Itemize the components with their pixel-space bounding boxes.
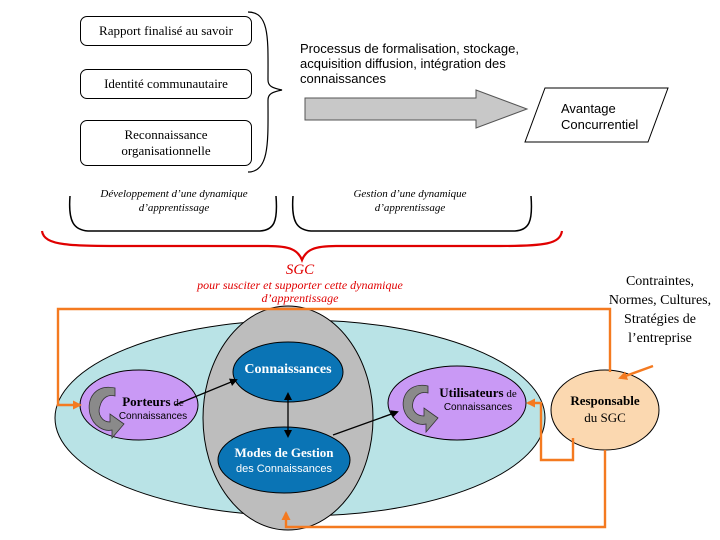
reconnaissance-label: Reconnaissance organisationnelle <box>121 127 211 158</box>
arrow-porteurs-to-connaissances <box>174 378 238 406</box>
brace-right-label: Gestion d’une dynamique d’apprentissage <box>353 188 467 214</box>
brace-left <box>68 195 278 232</box>
brace-left-label: Développement d’une dynamique d’apprenti… <box>100 188 248 214</box>
reconnaissance-box: Reconnaissance organisationnelle <box>80 120 252 166</box>
utilisateurs-label: Utilisateurs de Connaissances <box>428 386 528 415</box>
modes-gestion-label: Modes de Gestion des Connaissances <box>218 445 350 477</box>
connaissances-label: Connaissances <box>244 362 332 377</box>
contraintes-text: Contraintes, Normes, Cultures, Stratégie… <box>608 274 712 346</box>
sgc-brace <box>40 230 564 263</box>
porteurs-label: Porteurs de Connaissances <box>113 395 193 424</box>
utilisateurs-subtitle: Connaissances <box>443 402 513 413</box>
porteurs-cycle-arrow-icon <box>88 386 125 440</box>
identite-label: Identité communautaire <box>104 76 228 91</box>
responsable-label: Responsable du SGC <box>555 392 655 426</box>
process-text: Processus de formalisation, stockage, ac… <box>300 41 519 86</box>
utilisateurs-title: Utilisateurs <box>439 385 504 400</box>
orange-loop-top <box>56 307 612 410</box>
modes-gestion-subtitle: des Connaissances <box>235 463 332 475</box>
responsable-title: Responsable <box>570 393 640 408</box>
process-arrow <box>304 89 529 129</box>
rapport-label: Rapport finalisé au savoir <box>99 23 233 38</box>
avantage-parallelogram <box>524 87 669 143</box>
identite-box: Identité communautaire <box>80 69 252 99</box>
sgc-title: SGC <box>285 262 315 278</box>
avantage-label: Avantage Concurrentiel <box>561 101 639 132</box>
modes-gestion-title: Modes de Gestion <box>234 445 334 460</box>
orange-loop-bottom <box>281 450 607 529</box>
brace-right <box>291 195 533 232</box>
orange-responsable-to-utilisateurs <box>526 398 575 462</box>
porteurs-subtitle: Connaissances <box>118 411 188 422</box>
porteurs-title: Porteurs <box>122 394 171 409</box>
orange-contraintes-arrow <box>618 364 654 380</box>
top-boxes-brace <box>247 11 283 173</box>
sgc-subtitle: pour susciter et supporter cette dynamiq… <box>197 278 403 305</box>
utilisateurs-de: de <box>506 388 517 400</box>
utilisateurs-cycle-arrow-icon <box>402 384 439 434</box>
responsable-subtitle: du SGC <box>584 410 626 425</box>
porteurs-de: de <box>173 397 184 409</box>
rapport-box: Rapport finalisé au savoir <box>80 16 252 46</box>
arrow-modes-to-utilisateurs <box>332 410 399 436</box>
